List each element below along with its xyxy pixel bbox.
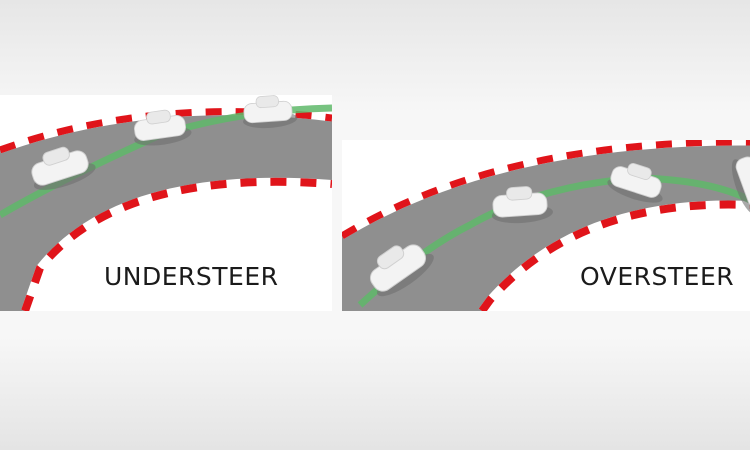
- understeer-panel: UNDERSTEER: [0, 95, 332, 311]
- oversteer-panel: OVERSTEER: [342, 140, 750, 311]
- understeer-label: UNDERSTEER: [104, 262, 279, 291]
- oversteer-label: OVERSTEER: [580, 262, 734, 291]
